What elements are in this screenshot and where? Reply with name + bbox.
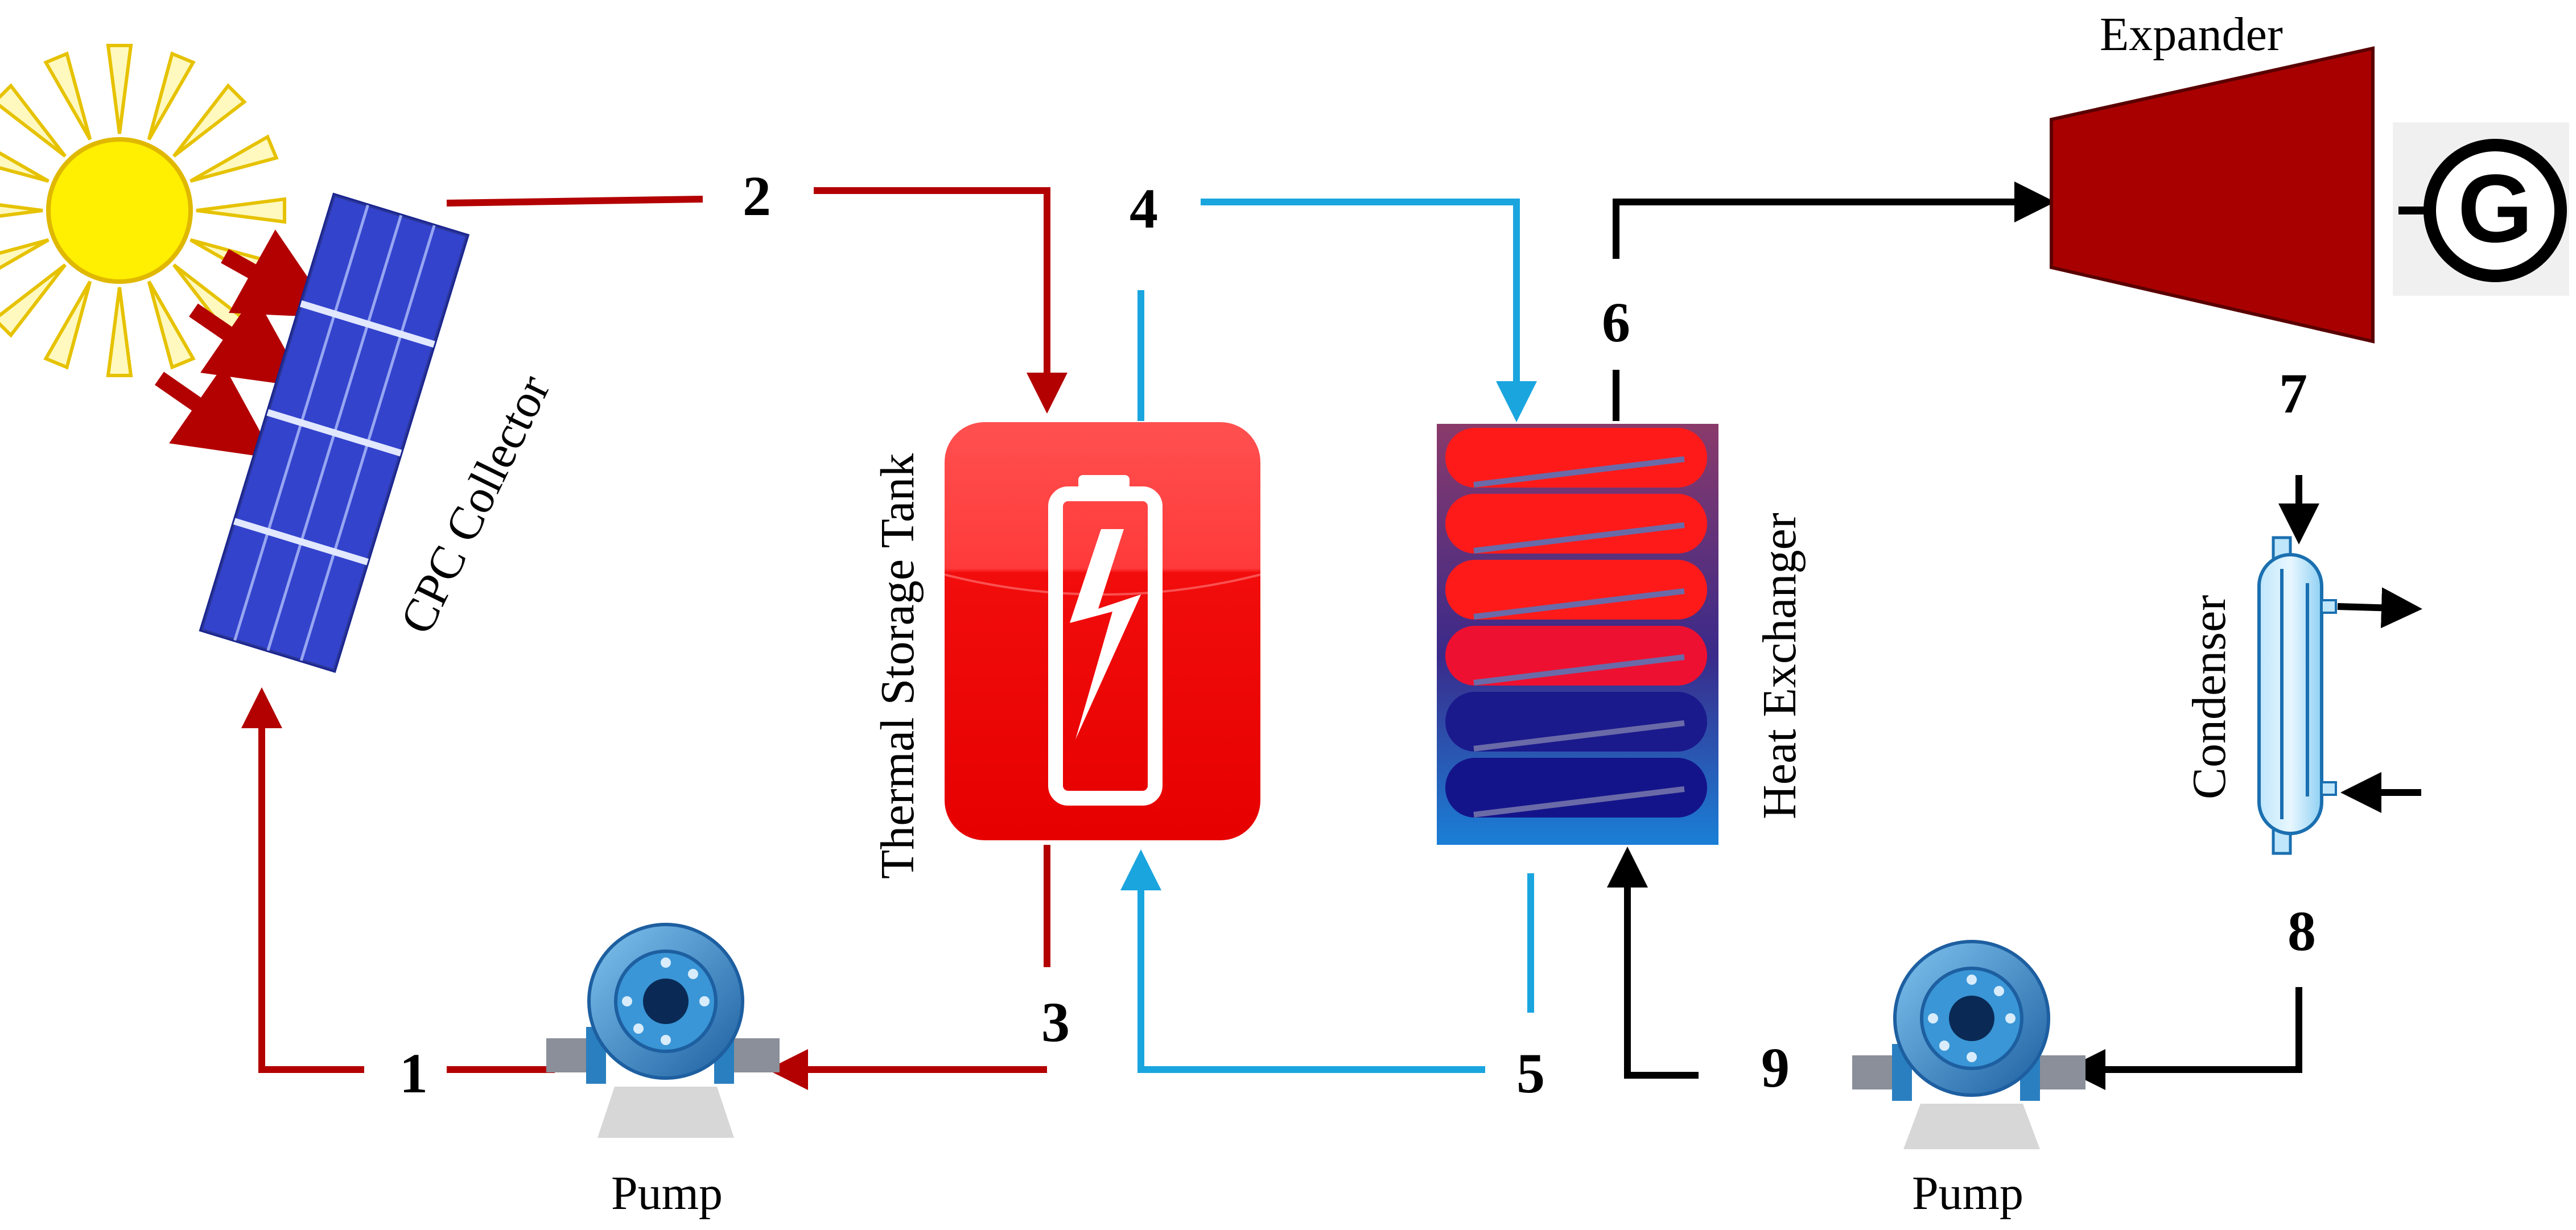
storage-loop-pipes <box>1120 199 1537 1073</box>
condenser-label: Condenser <box>2183 595 2236 799</box>
cpc-collector-panel <box>199 192 470 673</box>
heat-exchanger-coils <box>1445 428 1707 818</box>
state-point-6: 6 <box>1602 291 1630 354</box>
storage-tank-label: Thermal Storage Tank <box>871 453 924 879</box>
state-point-9: 9 <box>1761 1036 1790 1099</box>
heat-exchanger <box>1437 424 1718 845</box>
generator-icon: G <box>2393 122 2569 296</box>
state-point-3: 3 <box>1041 990 1070 1054</box>
state-point-5: 5 <box>1516 1042 1545 1105</box>
orc-loop-pipes <box>1607 181 2319 1090</box>
state-point-1: 1 <box>399 1042 428 1105</box>
expander-turbine <box>2050 46 2375 344</box>
pump-right-icon <box>1852 940 2085 1149</box>
state-point-2: 2 <box>743 164 771 228</box>
condenser <box>2257 536 2337 855</box>
pump-left-label: Pump <box>611 1167 723 1220</box>
pump-left-icon <box>546 923 780 1138</box>
cooling-water-arrows <box>2337 587 2422 813</box>
solar-loop-pipes <box>241 187 1068 1090</box>
sun-icon <box>0 44 286 377</box>
expander-label: Expander <box>2100 8 2283 61</box>
pump-right-label: Pump <box>1912 1167 2023 1220</box>
state-point-4: 4 <box>1130 177 1158 240</box>
battery-icon <box>1048 475 1163 806</box>
generator-letter: G <box>2458 155 2533 263</box>
thermal-storage-tank <box>944 422 1261 840</box>
heat-exchanger-label: Heat Exchanger <box>1753 513 1806 819</box>
state-point-8: 8 <box>2288 899 2316 963</box>
state-point-7: 7 <box>2279 362 2307 425</box>
